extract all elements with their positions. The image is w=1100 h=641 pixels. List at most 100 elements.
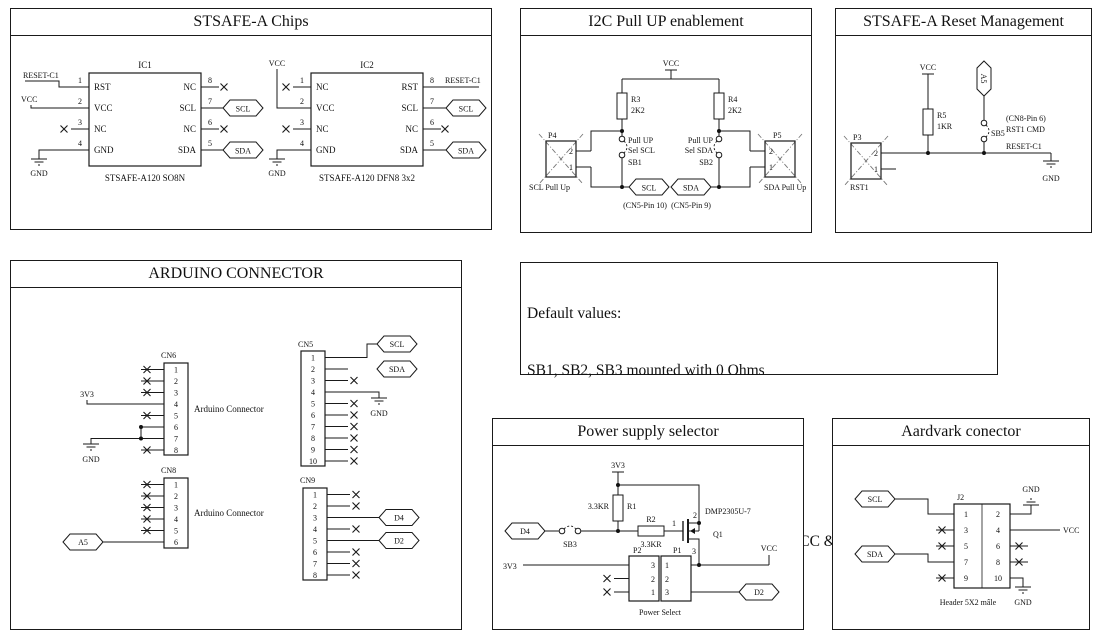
svg-text:4: 4 — [174, 515, 178, 524]
p4-ref: P4 — [548, 131, 556, 140]
sb2-label-2: Sel SDA — [685, 146, 713, 155]
ic2-pin-num: 4 — [300, 139, 304, 148]
rst1-cmd-note: RST1 CMD — [1006, 125, 1045, 134]
sda-tag-label: SDA — [235, 147, 251, 156]
svg-text:7: 7 — [964, 558, 968, 567]
reset-management-drawing: VCC R5 1KR A5 SB5 (CN8-Pin 6) RST1 CMD — [843, 60, 1060, 192]
sda-tag-label: SDA — [389, 365, 405, 374]
v33-net-label: 3V3 — [611, 461, 625, 470]
svg-text:9: 9 — [964, 574, 968, 583]
p3-pin: 2 — [874, 149, 878, 158]
svg-text:6: 6 — [996, 542, 1000, 551]
jumper-p2: P2 3 2 1 — [603, 546, 660, 602]
no-connect-x — [603, 588, 611, 596]
q1-part: DMP2305U-7 — [705, 507, 751, 516]
svg-text:3: 3 — [174, 389, 178, 398]
svg-text:4: 4 — [174, 400, 178, 409]
cn5-ref: CN5 — [298, 340, 313, 349]
svg-text:1: 1 — [174, 366, 178, 375]
ic1-pin-num: 2 — [78, 97, 82, 106]
panel-i2c-pullup: I2C Pull UP enablement VCC R3 2K2 R4 2K2 — [520, 8, 812, 233]
ic1-pin-name: RST — [94, 82, 111, 92]
resistor-r5: R5 1KR — [922, 108, 953, 136]
default-values-note: Default values: SB1, SB2, SB3 mounted wi… — [520, 262, 998, 550]
svg-text:10: 10 — [994, 574, 1002, 583]
panel-reset-management-title: STSAFE-A Reset Management — [836, 9, 1091, 36]
ic1-pin-name: NC — [183, 124, 196, 134]
cn8-note: Arduino Connector — [194, 508, 264, 518]
wires — [576, 69, 765, 188]
ic1-part: STSAFE-A120 SO8N — [105, 173, 186, 183]
panel-power-selector: Power supply selector 3V3 3.3KR R1 D4 SB… — [492, 418, 804, 630]
svg-text:1: 1 — [964, 510, 968, 519]
svg-text:5: 5 — [964, 542, 968, 551]
j2-ref: J2 — [957, 493, 964, 502]
panel-arduino-connector-title: ARDUINO CONNECTOR — [11, 261, 461, 288]
ic2-pin-name: SCL — [401, 103, 418, 113]
r3-ref: R3 — [631, 95, 640, 104]
jumper-p5: P5 2 1 — [757, 131, 803, 185]
scl-tag-label: SCL — [236, 105, 251, 114]
svg-text:3: 3 — [651, 561, 655, 570]
no-connect-x — [60, 125, 68, 133]
sb5-ref: SB5 — [991, 129, 1005, 138]
jumper-p3: P3 2 1 — [843, 133, 889, 187]
p4-pin: 1 — [569, 163, 573, 172]
p5-pin: 1 — [769, 163, 773, 172]
q1-pin1: 1 — [672, 519, 676, 528]
scl-net-tag — [854, 490, 896, 508]
sda-tag-label: SDA — [683, 184, 699, 193]
solder-bridge-sb2: Pull UP Sel SDA SB2 — [685, 135, 723, 167]
p5-ref: P5 — [773, 131, 781, 140]
scl-tag-label: SCL — [868, 495, 883, 504]
vcc-net-label: VCC — [21, 95, 37, 104]
no-connect-x — [220, 83, 228, 91]
ic1-pin-name: GND — [94, 145, 114, 155]
svg-text:1: 1 — [174, 481, 178, 490]
ic2-pin-num: 5 — [430, 139, 434, 148]
note-line: Default values: — [527, 305, 622, 322]
r5-ref: R5 — [937, 111, 946, 120]
cn5-pin9-note: (CN5-Pin 9) — [671, 201, 711, 210]
ic1-pin-num: 8 — [208, 76, 212, 85]
no-connect-x — [282, 125, 290, 133]
mosfet-q1: 1 2 3 DMP2305U-7 Q1 — [672, 507, 751, 556]
svg-text:10: 10 — [309, 457, 317, 466]
gnd-label: GND — [370, 409, 388, 418]
ic1-pin-num: 1 — [78, 76, 82, 85]
wires — [895, 498, 1060, 594]
ic1-pin-num: 6 — [208, 118, 212, 127]
panel-stsafe-chips-title: STSAFE-A Chips — [11, 9, 491, 36]
ic2-pin-name: SDA — [400, 145, 419, 155]
svg-text:6: 6 — [313, 548, 317, 557]
svg-text:7: 7 — [174, 435, 178, 444]
svg-text:2: 2 — [651, 575, 655, 584]
r1-value: 3.3KR — [588, 502, 610, 511]
solder-bridge-sb3: SB3 — [558, 525, 582, 549]
ic2-pin-num: 7 — [430, 97, 434, 106]
r3-value: 2K2 — [631, 106, 645, 115]
vcc-net-label: VCC — [663, 59, 679, 68]
r4-value: 2K2 — [728, 106, 742, 115]
scl-net-tag — [376, 335, 418, 353]
q1-ref: Q1 — [713, 530, 723, 539]
ic2-nets: VCC GND RESET-C1 SCL SDA — [268, 59, 487, 178]
ic1-pin-num: 4 — [78, 139, 82, 148]
scl-tag-label: SCL — [459, 105, 474, 114]
ic2-pin-num: 6 — [430, 118, 434, 127]
svg-text:3: 3 — [665, 588, 669, 597]
d2-tag-label: D2 — [754, 588, 764, 597]
sda-net-tag — [445, 141, 487, 159]
panel-i2c-pullup-title: I2C Pull UP enablement — [521, 9, 811, 36]
a5-net-tag: A5 — [976, 60, 992, 97]
note-line: SB1, SB2, SB3 mounted with 0 Ohms — [527, 362, 765, 379]
ic2-pin-num: 8 — [430, 76, 434, 85]
vcc-net-label: VCC — [920, 63, 936, 72]
solder-bridge-sb1: Pull UP Sel SCL SB1 — [618, 135, 655, 167]
svg-text:6: 6 — [174, 423, 178, 432]
gnd-label: GND — [1042, 174, 1060, 183]
solder-bridge-sb5: SB5 — [980, 119, 1005, 143]
scl-tag-label: SCL — [390, 340, 405, 349]
sda-net-tag — [670, 178, 712, 196]
p2-ref: P2 — [633, 546, 641, 555]
